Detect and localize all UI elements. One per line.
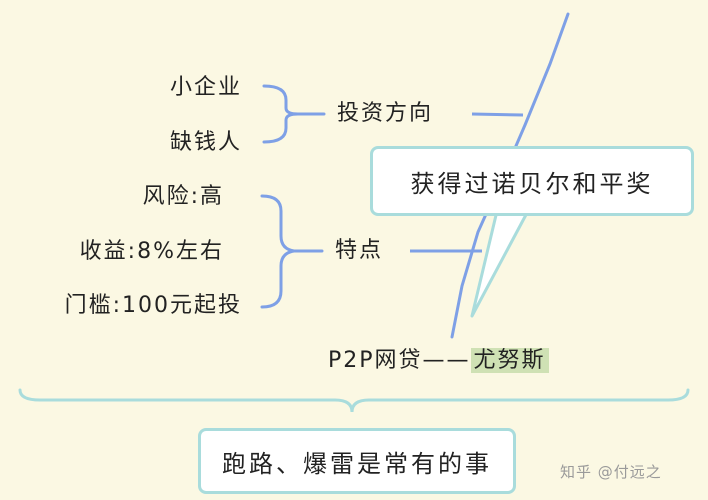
callout-box: 获得过诺贝尔和平奖 [370, 146, 694, 216]
branch-invest [471, 112, 524, 117]
source-line: P2P网贷——尤努斯 [328, 348, 549, 373]
label-investment-direction: 投资方向 [337, 101, 434, 126]
label-features: 特点 [335, 238, 384, 263]
item-return: 收益:8%左右 [79, 239, 224, 264]
summary-box: 跑路、爆雷是常有的事 [198, 428, 516, 494]
item-cash-poor: 缺钱人 [169, 130, 242, 155]
callout-pointer [470, 210, 530, 318]
watermark: 知乎 @付远之 [560, 463, 662, 481]
brace-middle [260, 194, 324, 309]
source-prefix: P2P网贷—— [328, 348, 471, 373]
item-small-business: 小企业 [169, 75, 242, 100]
brace-top [262, 84, 326, 144]
item-threshold: 门槛:100元起投 [64, 293, 242, 318]
brace-bottom [18, 388, 690, 413]
callout-text: 获得过诺贝尔和平奖 [410, 169, 654, 198]
source-highlight: 尤努斯 [470, 348, 549, 373]
summary-text: 跑路、爆雷是常有的事 [222, 449, 492, 478]
item-risk: 风险:高 [142, 184, 224, 209]
